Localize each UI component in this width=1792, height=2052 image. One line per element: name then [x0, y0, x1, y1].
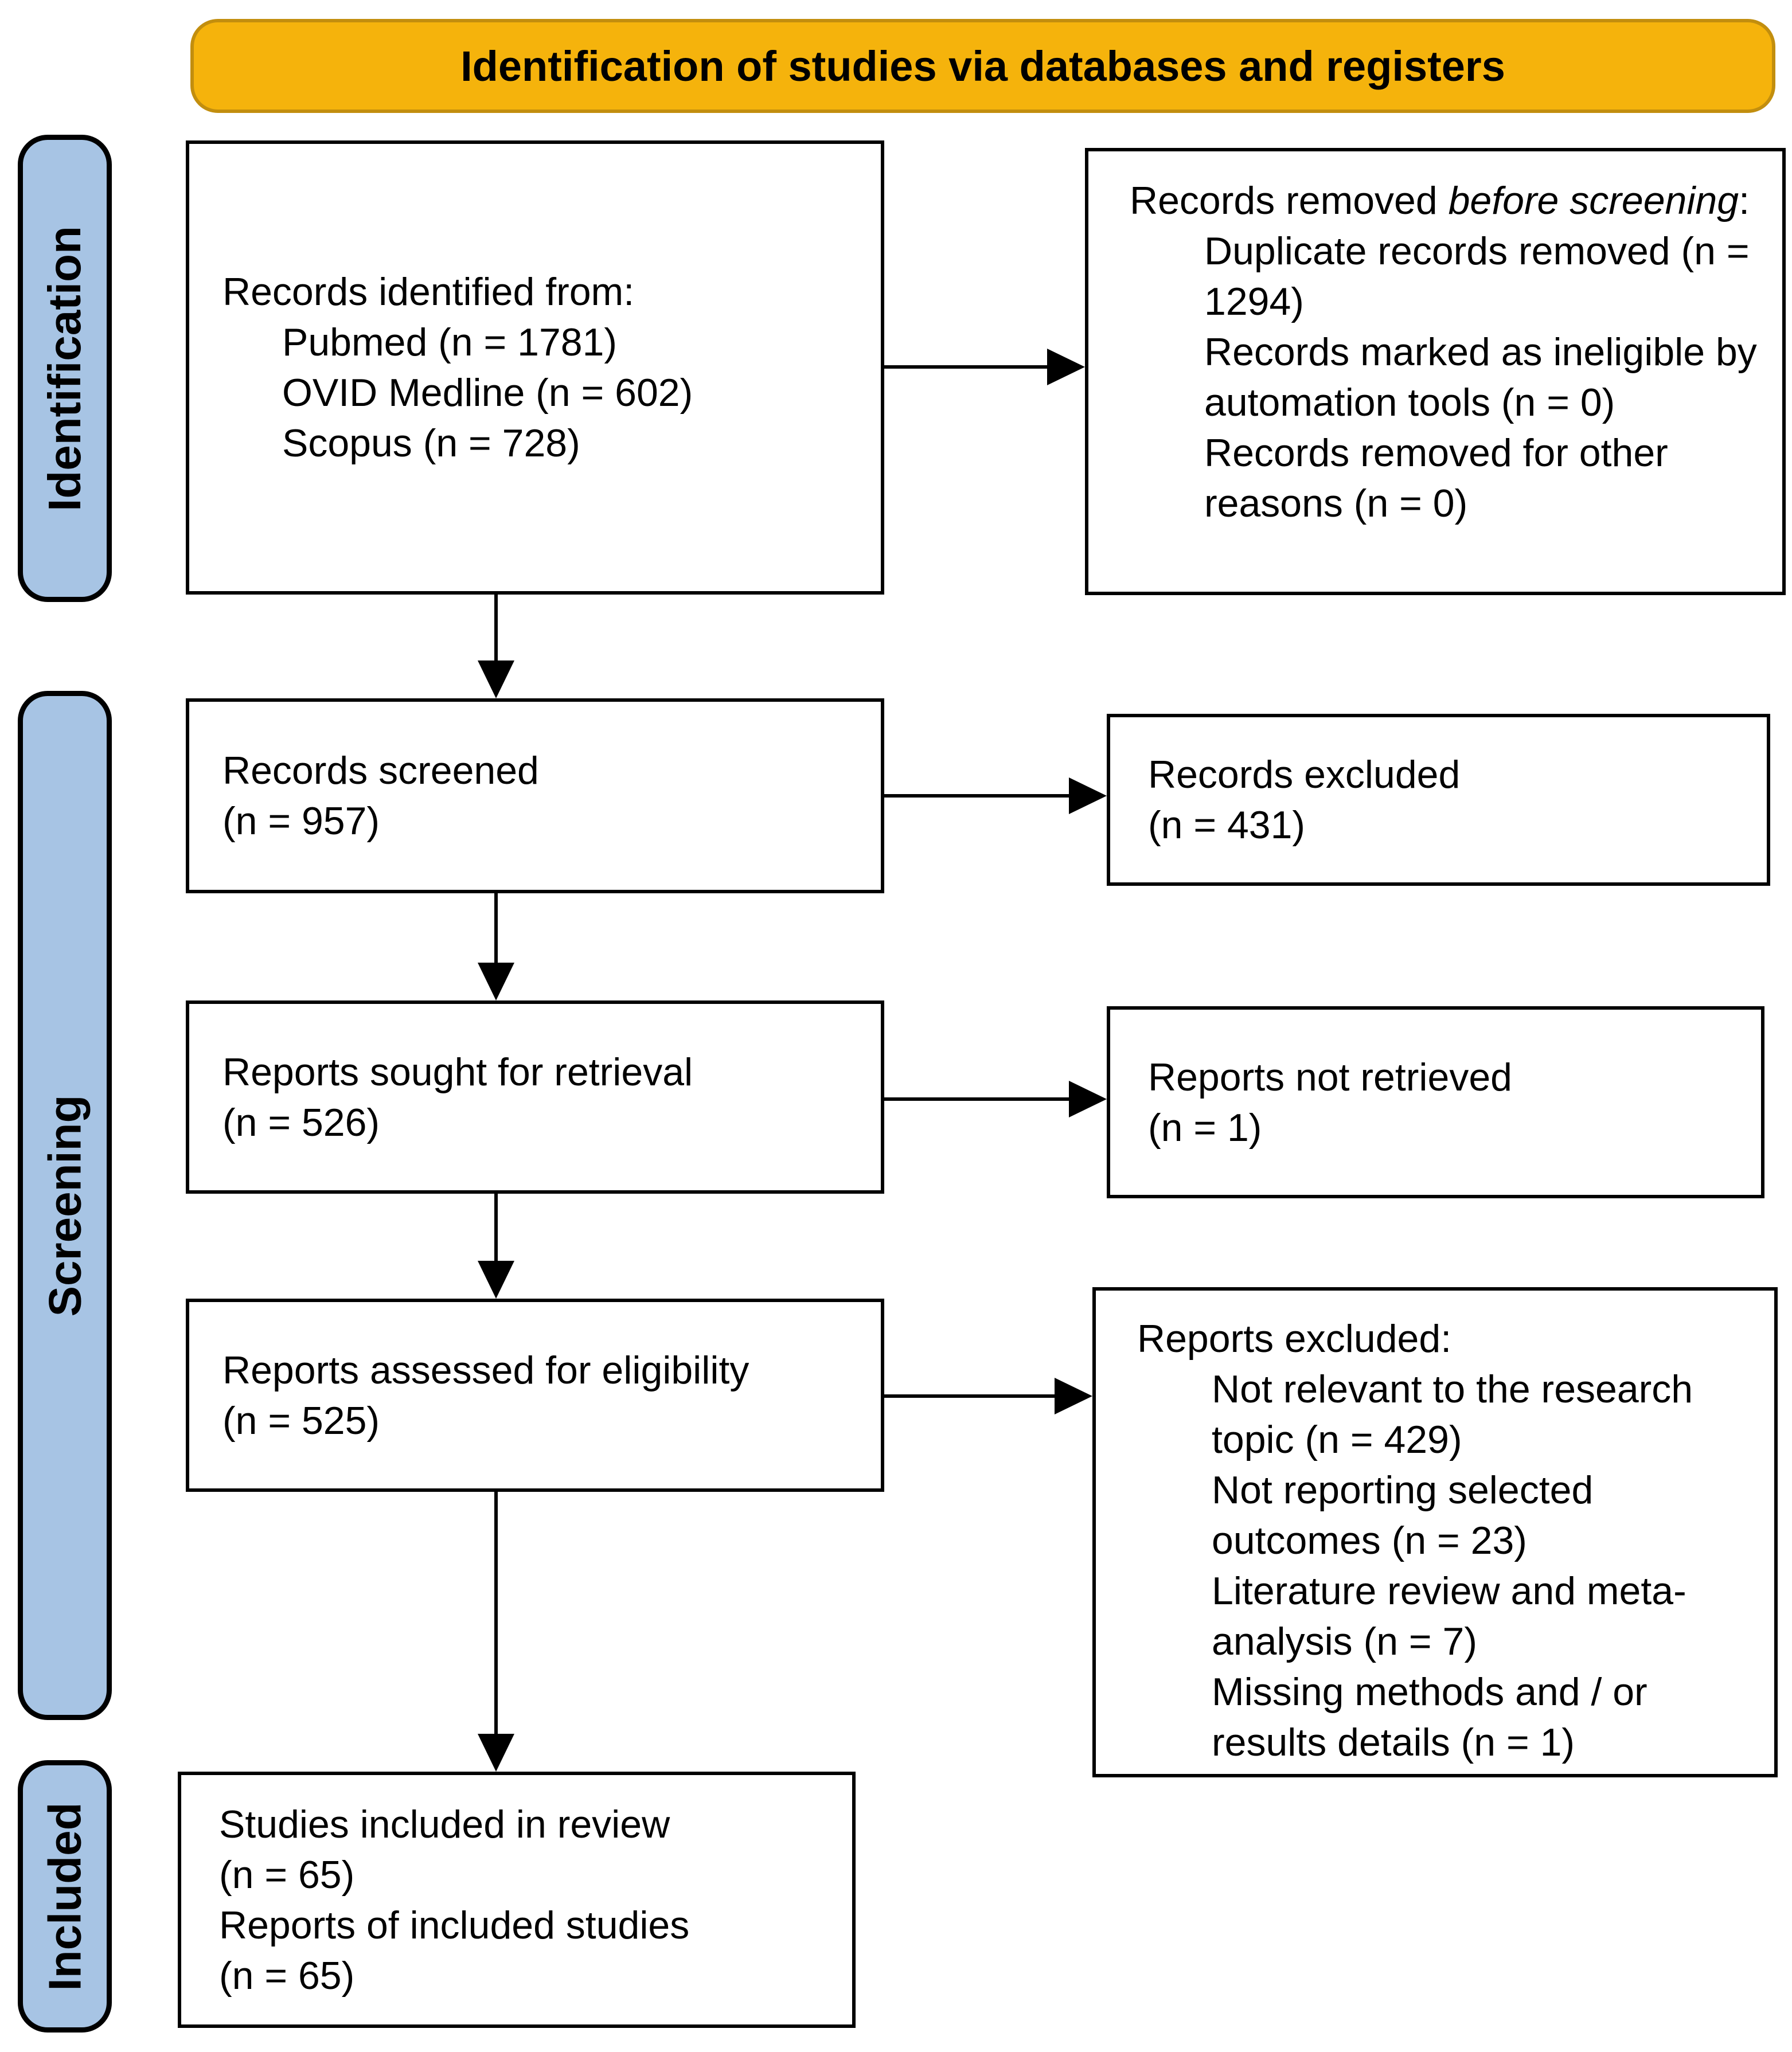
arrow-sought-to-assessed-line	[494, 1194, 498, 1263]
reports-sought-count: (n = 526)	[222, 1100, 380, 1144]
studies-included-box: Studies included in review (n = 65) Repo…	[178, 1772, 856, 2028]
banner-title: Identification of studies via databases …	[190, 19, 1775, 113]
arrow-assessed-to-excluded-head	[1055, 1378, 1092, 1414]
arrow-sought-to-notretrieved-line	[884, 1097, 1072, 1101]
sidebar-screening: Screening	[18, 691, 112, 1720]
studies-included-label: Studies included in review	[219, 1802, 670, 1846]
arrow-assessed-to-excluded-line	[884, 1394, 1058, 1398]
records-removed-title-suffix: :	[1739, 179, 1750, 222]
records-excluded-count: (n = 431)	[1148, 803, 1306, 847]
reports-excluded-item-not-relevant: Not relevant to the research topic (n = …	[1212, 1367, 1693, 1461]
reports-excluded-item-missing: Missing methods and / or results details…	[1212, 1670, 1647, 1764]
reports-included-label: Reports of included studies	[219, 1903, 690, 1947]
arrow-identified-to-screened-line	[494, 595, 498, 663]
records-removed-title: Records removed before screening:	[1130, 175, 1765, 226]
arrow-identified-to-removed-head	[1047, 349, 1085, 385]
sidebar-identification: Identification	[18, 135, 112, 602]
reports-assessed-label: Reports assessed for eligibility	[222, 1348, 749, 1392]
reports-excluded-title: Reports excluded:	[1137, 1317, 1452, 1361]
arrow-screened-to-excluded-line	[884, 794, 1072, 798]
reports-not-retrieved-box: Reports not retrieved (n = 1)	[1107, 1006, 1764, 1198]
reports-not-retrieved-count: (n = 1)	[1148, 1105, 1262, 1150]
records-screened-label: Records screened	[222, 749, 539, 792]
arrow-sought-to-notretrieved-head	[1069, 1081, 1107, 1117]
records-identified-item-ovid: OVID Medline (n = 602)	[282, 371, 693, 415]
records-identified-box: Records identified from: Pubmed (n = 178…	[186, 140, 884, 595]
arrow-sought-to-assessed-head	[478, 1261, 514, 1299]
records-removed-item-other: Records removed for other reasons (n = 0…	[1204, 431, 1668, 525]
sidebar-screening-label: Screening	[39, 1095, 91, 1316]
sidebar-included: Included	[18, 1760, 112, 2033]
records-removed-title-prefix: Records removed	[1130, 179, 1449, 222]
studies-included-count: (n = 65)	[219, 1852, 355, 1897]
arrow-screened-to-excluded-head	[1069, 777, 1107, 814]
records-identified-item-scopus: Scopus (n = 728)	[282, 421, 580, 465]
arrow-screened-to-sought-head	[478, 963, 514, 1000]
reports-not-retrieved-label: Reports not retrieved	[1148, 1055, 1512, 1099]
records-identified-title: Records identified from:	[222, 270, 635, 314]
reports-sought-box: Reports sought for retrieval (n = 526)	[186, 1000, 884, 1194]
arrow-screened-to-sought-line	[494, 893, 498, 965]
records-screened-count: (n = 957)	[222, 799, 380, 843]
records-removed-box: Records removed before screening: Duplic…	[1085, 148, 1786, 595]
reports-excluded-item-outcomes: Not reporting selected outcomes (n = 23)	[1212, 1468, 1594, 1562]
reports-excluded-box: Reports excluded: Not relevant to the re…	[1092, 1287, 1778, 1777]
records-screened-box: Records screened (n = 957)	[186, 698, 884, 893]
arrow-assessed-to-included-line	[494, 1492, 498, 1736]
reports-sought-label: Reports sought for retrieval	[222, 1050, 693, 1094]
records-removed-item-automation: Records marked as ineligible by automati…	[1204, 330, 1757, 424]
arrow-identified-to-screened-head	[478, 660, 514, 698]
records-removed-item-duplicates: Duplicate records removed (n = 1294)	[1204, 229, 1750, 323]
reports-assessed-count: (n = 525)	[222, 1398, 380, 1443]
records-identified-item-pubmed: Pubmed (n = 1781)	[282, 320, 618, 364]
arrow-identified-to-removed-line	[884, 365, 1051, 369]
sidebar-identification-label: Identification	[39, 225, 90, 511]
records-excluded-box: Records excluded (n = 431)	[1107, 714, 1770, 886]
reports-included-count: (n = 65)	[219, 1953, 355, 1998]
arrow-assessed-to-included-head	[478, 1734, 514, 1772]
sidebar-included-label: Included	[39, 1802, 90, 1991]
records-removed-title-italic: before screening	[1448, 179, 1739, 222]
reports-excluded-item-litreview: Literature review and meta-analysis (n =…	[1212, 1569, 1686, 1663]
records-excluded-label: Records excluded	[1148, 753, 1461, 796]
reports-assessed-box: Reports assessed for eligibility (n = 52…	[186, 1299, 884, 1492]
